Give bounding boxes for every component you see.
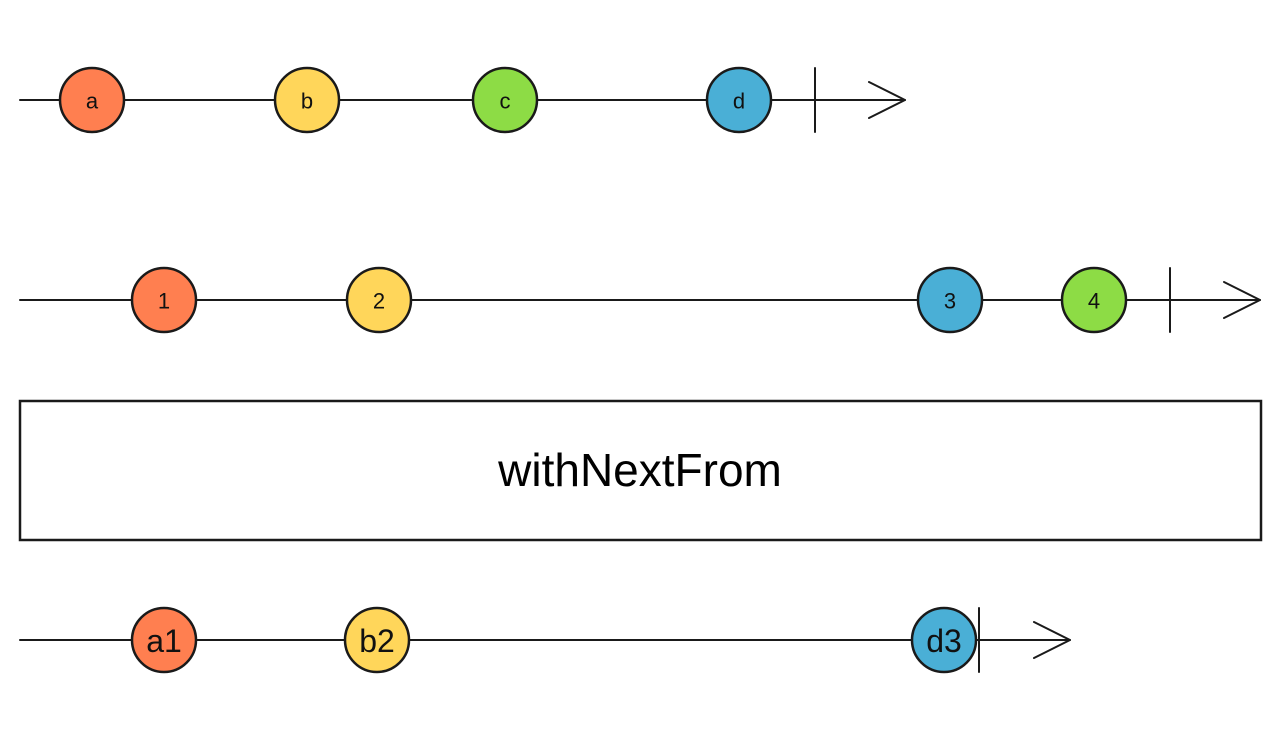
marble-label: 2 [373, 289, 385, 314]
operator-label: withNextFrom [497, 444, 782, 496]
marble-label: 3 [944, 289, 956, 314]
timeline-arrowhead [868, 81, 906, 119]
marble-label: c [500, 89, 511, 114]
marble-other: 4 [1060, 266, 1128, 334]
marble-other: 3 [916, 266, 984, 334]
marble-label: a1 [146, 623, 182, 659]
marble-circle [58, 66, 126, 134]
marble-circle [273, 66, 341, 134]
marble-circle [471, 66, 539, 134]
timeline-arrowhead [1223, 281, 1261, 319]
marble-circle [916, 266, 984, 334]
marble-result: a1 [130, 606, 198, 674]
marble-circle [345, 266, 413, 334]
marble-source: b [273, 66, 341, 134]
marble-result: b2 [343, 606, 411, 674]
marble-other: 2 [345, 266, 413, 334]
operator-box: withNextFrom [18, 399, 1263, 542]
marble-source: c [471, 66, 539, 134]
stream-other: 1 2 3 4 [19, 266, 1261, 334]
marble-source: a [58, 66, 126, 134]
stream-result: a1 b2 d3 [19, 606, 1071, 674]
marble-label: d [733, 89, 745, 114]
marble-label: b [301, 89, 313, 114]
marble-circle [130, 266, 198, 334]
marble-circle [130, 606, 198, 674]
stream-source: a b c d [19, 66, 906, 134]
marble-result: d3 [910, 606, 978, 674]
marble-circle [1060, 266, 1128, 334]
marble-label: a [86, 89, 99, 114]
marble-source: d [705, 66, 773, 134]
marble-label: d3 [926, 623, 962, 659]
marble-label: b2 [359, 623, 395, 659]
marble-circle [910, 606, 978, 674]
marble-label: 1 [158, 289, 170, 314]
timeline-arrowhead [1033, 621, 1071, 659]
marble-circle [343, 606, 411, 674]
marble-circle [705, 66, 773, 134]
streams-layer: a b c d 1 2 3 4 a1 b2 d3 [19, 66, 1261, 674]
marble-label: 4 [1088, 289, 1100, 314]
marble-other: 1 [130, 266, 198, 334]
operator-rect [18, 399, 1263, 542]
